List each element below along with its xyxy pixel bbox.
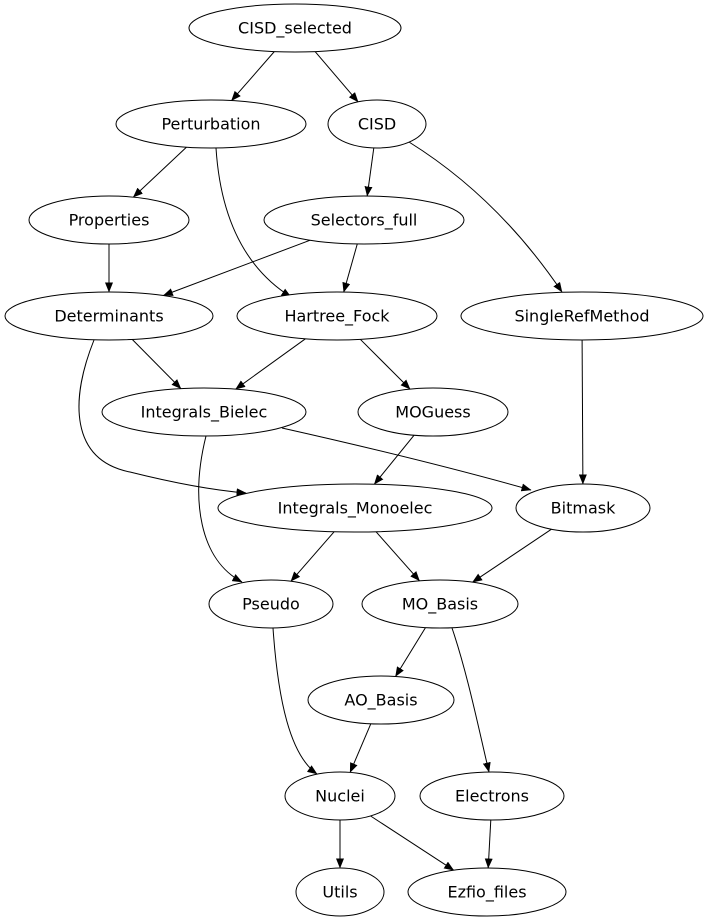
node-determinants: Determinants bbox=[4, 291, 214, 341]
node-label: MO_Basis bbox=[402, 595, 478, 615]
node-nuclei: Nuclei bbox=[284, 771, 396, 821]
node-label: Selectors_full bbox=[311, 211, 418, 231]
node-label: CISD_selected bbox=[238, 19, 352, 39]
node-integrals-bielec: Integrals_Bielec bbox=[101, 387, 307, 437]
node-label: Electrons bbox=[455, 787, 529, 806]
node-ellipse bbox=[263, 195, 465, 245]
edge-mo_basis-to-ao_basis bbox=[395, 627, 426, 677]
node-ezfio-files: Ezfio_files bbox=[407, 867, 567, 917]
node-pseudo: Pseudo bbox=[208, 579, 334, 629]
node-label: Integrals_Bielec bbox=[141, 403, 268, 423]
edge-integrals_bielec-to-pseudo bbox=[198, 435, 243, 583]
edge-hartree_fock-to-integrals_bielec bbox=[235, 338, 306, 390]
node-ellipse bbox=[4, 291, 214, 341]
edge-determinants-to-integrals_bielec bbox=[131, 339, 182, 389]
node-cisd: CISD bbox=[327, 99, 427, 149]
node-label: Perturbation bbox=[161, 115, 260, 134]
node-ao-basis: AO_Basis bbox=[307, 675, 455, 725]
node-label: Integrals_Monoelec bbox=[278, 499, 433, 519]
node-ellipse bbox=[208, 579, 334, 629]
node-ellipse bbox=[284, 771, 396, 821]
edge-perturbation-to-properties bbox=[132, 146, 187, 198]
node-integrals-monoelec: Integrals_Monoelec bbox=[217, 483, 493, 533]
node-label: Pseudo bbox=[242, 595, 300, 614]
node-hartree-fock: Hartree_Fock bbox=[236, 291, 438, 341]
node-perturbation: Perturbation bbox=[115, 99, 307, 149]
node-label: SingleRefMethod bbox=[514, 307, 649, 326]
node-singlerefmethod: SingleRefMethod bbox=[460, 291, 704, 341]
node-label: Bitmask bbox=[551, 499, 616, 518]
node-ellipse bbox=[217, 483, 493, 533]
edge-cisd-to-singlerefmethod bbox=[408, 141, 563, 293]
node-label: Ezfio_files bbox=[447, 883, 526, 903]
node-ellipse bbox=[28, 195, 190, 245]
edge-selectors_full-to-hartree_fock bbox=[342, 243, 358, 293]
node-ellipse bbox=[327, 99, 427, 149]
node-label: Properties bbox=[69, 211, 150, 230]
node-ellipse bbox=[357, 387, 509, 437]
node-ellipse bbox=[515, 483, 651, 533]
node-ellipse bbox=[295, 867, 385, 917]
edge-cisd_selected-to-cisd bbox=[314, 51, 359, 103]
edge-electrons-to-ezfio_files bbox=[484, 819, 493, 869]
node-label: Hartree_Fock bbox=[284, 307, 390, 327]
node-label: Determinants bbox=[54, 307, 163, 326]
node-ellipse bbox=[101, 387, 307, 437]
node-label: AO_Basis bbox=[344, 691, 417, 711]
node-label: MOGuess bbox=[395, 403, 470, 422]
edge-moguess-to-integrals_monoelec bbox=[373, 434, 415, 485]
node-label: Nuclei bbox=[315, 787, 365, 806]
edge-selectors_full-to-determinants bbox=[162, 239, 311, 296]
node-ellipse bbox=[460, 291, 704, 341]
edge-integrals_monoelec-to-mo_basis bbox=[375, 531, 420, 582]
edge-integrals_monoelec-to-pseudo bbox=[290, 531, 335, 582]
edge-cisd-to-selectors_full bbox=[364, 147, 375, 197]
node-electrons: Electrons bbox=[419, 771, 565, 821]
edges-layer bbox=[78, 51, 587, 871]
edge-bitmask-to-mo_basis bbox=[472, 528, 552, 583]
node-ellipse bbox=[307, 675, 455, 725]
node-ellipse bbox=[419, 771, 565, 821]
node-moguess: MOGuess bbox=[357, 387, 509, 437]
node-utils: Utils bbox=[295, 867, 385, 917]
node-ellipse bbox=[407, 867, 567, 917]
edge-integrals_bielec-to-bitmask bbox=[281, 427, 532, 492]
node-ellipse bbox=[115, 99, 307, 149]
edge-hartree_fock-to-moguess bbox=[359, 338, 411, 390]
node-properties: Properties bbox=[28, 195, 190, 245]
edge-determinants-to-integrals_monoelec bbox=[78, 339, 247, 497]
node-selectors-full: Selectors_full bbox=[263, 195, 465, 245]
node-ellipse bbox=[361, 579, 519, 629]
edge-mo_basis-to-electrons bbox=[451, 627, 491, 773]
node-ellipse bbox=[236, 291, 438, 341]
node-mo-basis: MO_Basis bbox=[361, 579, 519, 629]
edge-ao_basis-to-nuclei bbox=[349, 723, 372, 773]
edge-cisd_selected-to-perturbation bbox=[231, 51, 275, 101]
node-ellipse bbox=[188, 3, 402, 53]
node-bitmask: Bitmask bbox=[515, 483, 651, 533]
edge-pseudo-to-nuclei bbox=[272, 627, 318, 775]
edge-singlerefmethod-to-bitmask bbox=[578, 339, 587, 485]
node-label: CISD bbox=[358, 115, 396, 134]
edge-nuclei-to-ezfio_files bbox=[370, 815, 455, 871]
edge-perturbation-to-hartree_fock bbox=[215, 147, 292, 298]
node-cisd-selected: CISD_selected bbox=[188, 3, 402, 53]
node-label: Utils bbox=[322, 883, 357, 902]
